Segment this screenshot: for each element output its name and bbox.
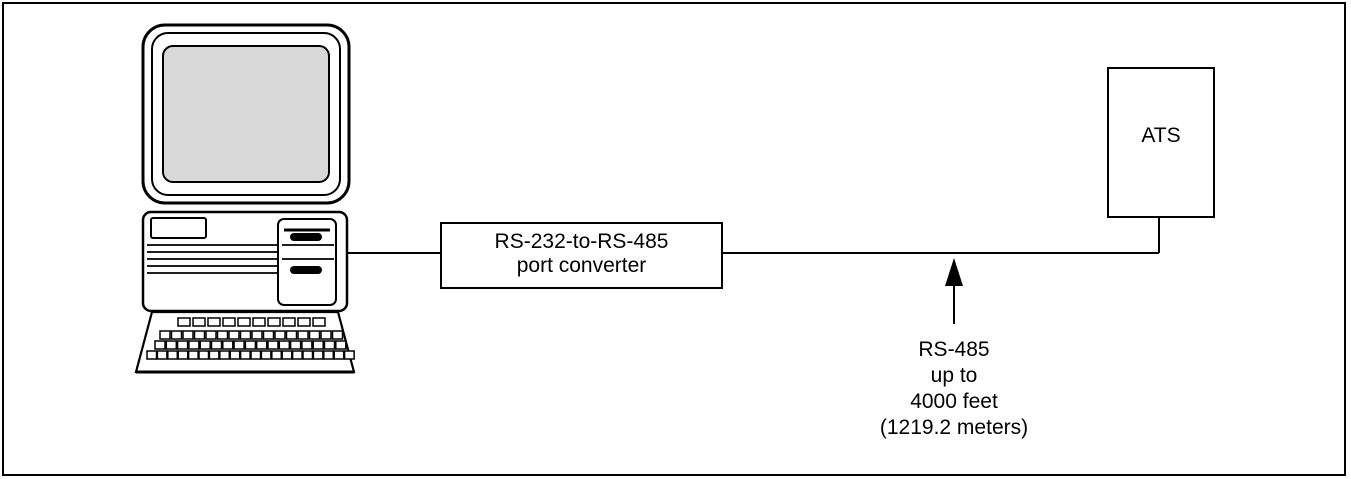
- ats-label: ATS: [1141, 124, 1181, 147]
- keyboard-key: [239, 350, 251, 360]
- rs485-label-line2: up to: [930, 364, 978, 387]
- keyboard-key: [154, 340, 166, 350]
- rs485-label-line3: 4000 feet: [910, 390, 998, 413]
- keyboard-key: [267, 317, 281, 327]
- converter-box: [440, 222, 723, 289]
- keyboard-key: [333, 350, 345, 360]
- converter-label: RS-232-to-RS-485 port converter: [441, 230, 722, 278]
- computer-icon: [134, 23, 356, 374]
- keyboard-key: [170, 330, 183, 340]
- keyboard-key: [146, 350, 158, 360]
- monitor: [141, 23, 351, 205]
- keyboard-key: [156, 350, 168, 360]
- keyboard-key: [250, 350, 262, 360]
- keyboard-key: [192, 317, 206, 327]
- keyboard-key: [297, 330, 309, 340]
- keyboard-key: [165, 340, 178, 350]
- keyboard-key: [278, 340, 291, 350]
- keyboard-key: [244, 340, 257, 350]
- keyboard: [134, 310, 356, 374]
- keyboard-key: [271, 350, 283, 360]
- keyboard-key: [262, 330, 275, 340]
- rs485-label-line1: RS-485: [918, 338, 990, 361]
- keyboard-key: [335, 340, 347, 350]
- keyboard-key: [291, 350, 303, 360]
- keyboard-key: [323, 340, 336, 350]
- keyboard-key: [237, 317, 251, 327]
- keyboard-key: [229, 350, 241, 360]
- keyboard-key: [187, 350, 199, 360]
- keyboard-key: [176, 340, 189, 350]
- keyboard-key: [323, 350, 335, 360]
- system-unit: [141, 210, 349, 313]
- rs485-arrow: [945, 258, 963, 324]
- keyboard-key: [199, 340, 211, 350]
- keyboard-key: [228, 330, 240, 340]
- rs485-label-line4: (1219.2 meters): [879, 416, 1029, 439]
- keyboard-key: [222, 317, 236, 327]
- keyboard-key: [255, 340, 268, 350]
- keyboard-key: [188, 340, 200, 350]
- keyboard-key: [182, 330, 194, 340]
- keyboard-key: [177, 350, 189, 360]
- keyboard-key: [308, 330, 321, 340]
- keyboard-key: [159, 330, 171, 340]
- keyboard-key: [222, 340, 234, 350]
- keyboard-key: [177, 317, 191, 327]
- keyboard-key: [216, 330, 229, 340]
- keyboard-key: [282, 317, 296, 327]
- keyboard-key: [312, 317, 326, 327]
- rs485-label: RS-485 up to 4000 feet (1219.2 meters): [854, 337, 1054, 441]
- keyboard-key: [210, 340, 223, 350]
- keyboard-key: [289, 340, 302, 350]
- keyboard-key: [208, 350, 220, 360]
- keyboard-key: [219, 350, 231, 360]
- keyboard-key: [233, 340, 245, 350]
- keyboard-key: [331, 330, 344, 340]
- keyboard-key: [252, 317, 266, 327]
- drive-bay: [277, 218, 337, 306]
- keyboard-key: [239, 330, 252, 340]
- keyboard-key: [198, 350, 210, 360]
- keyboard-key: [281, 350, 293, 360]
- keyboard-key: [251, 330, 263, 340]
- keyboard-key: [207, 317, 221, 327]
- keyboard-key: [297, 317, 311, 327]
- converter-label-line1: RS-232-to-RS-485: [494, 230, 669, 253]
- keyboard-key: [205, 330, 217, 340]
- keyboard-key: [167, 350, 179, 360]
- keyboard-key: [320, 330, 332, 340]
- keyboard-key: [285, 330, 298, 340]
- keyboard-key: [193, 330, 206, 340]
- monitor-screen: [162, 45, 330, 183]
- ats-box: [1107, 67, 1215, 218]
- keyboard-key: [312, 340, 324, 350]
- keyboard-key: [301, 340, 313, 350]
- keyboard-key: [343, 350, 355, 360]
- keyboard-key: [267, 340, 279, 350]
- keyboard-key: [312, 350, 324, 360]
- keyboard-key: [260, 350, 272, 360]
- keyboard-key: [302, 350, 314, 360]
- keyboard-key: [274, 330, 286, 340]
- converter-label-line2: port converter: [516, 254, 647, 277]
